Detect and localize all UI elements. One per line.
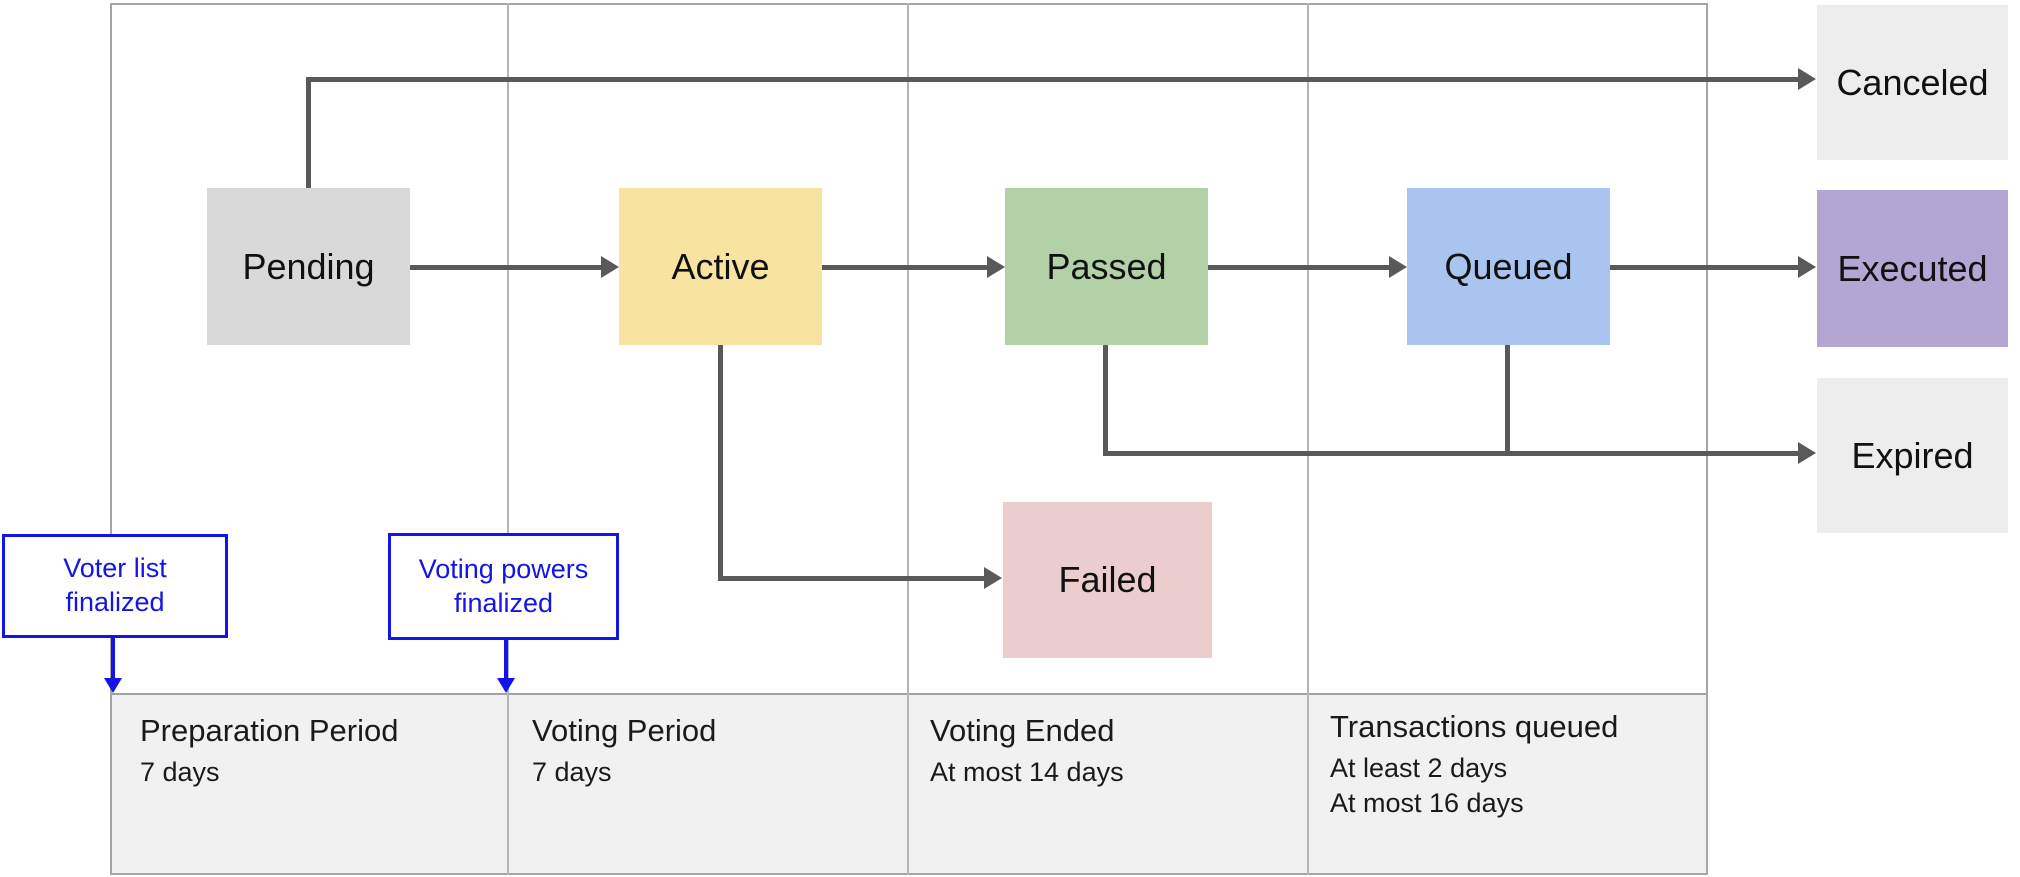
- period-preparation: Preparation Period 7 days: [140, 712, 399, 790]
- period-voting-ended-title: Voting Ended: [930, 713, 1115, 748]
- arrow-pending-canceled-horizontal: [306, 77, 1799, 82]
- callout-voter-list-line2: finalized: [65, 587, 165, 617]
- arrowhead-icon: [601, 256, 619, 278]
- state-pending-label: Pending: [242, 245, 375, 287]
- state-active: Active: [619, 188, 822, 345]
- callout-voting-powers-finalized: Voting powers finalized: [388, 533, 619, 640]
- callout-voting-powers-line1: Voting powers: [418, 553, 589, 584]
- arrowhead-icon: [987, 256, 1005, 278]
- state-expired-label: Expired: [1851, 434, 1974, 476]
- period-voting-duration: 7 days: [532, 757, 612, 788]
- state-failed: Failed: [1003, 502, 1212, 658]
- callout-voting-powers-line2: finalized: [453, 587, 554, 618]
- period-transactions-queued-title: Transactions queued: [1330, 709, 1619, 744]
- state-expired: Expired: [1817, 378, 2008, 533]
- callout-voter-list-finalized: Voter list finalized: [2, 534, 228, 638]
- arrow-queued-executed: [1610, 265, 1799, 270]
- timeline-frame: [110, 3, 1708, 875]
- period-transactions-queued-max: At most 16 days: [1330, 788, 1524, 819]
- column-divider-2: [907, 3, 909, 875]
- arrow-active-failed-vertical: [718, 345, 723, 580]
- state-passed-label: Passed: [1046, 245, 1167, 287]
- period-preparation-duration: 7 days: [140, 757, 220, 788]
- arrow-active-passed: [822, 265, 988, 270]
- column-divider-1: [507, 3, 509, 875]
- state-executed-label: Executed: [1837, 247, 1988, 289]
- state-passed: Passed: [1005, 188, 1208, 345]
- state-queued: Queued: [1407, 188, 1610, 345]
- state-failed-label: Failed: [1058, 559, 1157, 600]
- arrowhead-icon: [1798, 442, 1816, 464]
- period-voting-ended-duration: At most 14 days: [930, 757, 1124, 788]
- arrowhead-icon: [1389, 256, 1407, 278]
- blue-arrowhead-icon: [104, 678, 122, 693]
- state-pending: Pending: [207, 188, 410, 345]
- state-canceled: Canceled: [1817, 5, 2008, 160]
- callout-voter-list-line1: Voter list: [63, 553, 167, 584]
- arrowhead-icon: [1798, 68, 1816, 90]
- state-canceled-label: Canceled: [1836, 61, 1989, 103]
- period-preparation-title: Preparation Period: [140, 713, 399, 748]
- arrow-expired-horizontal: [1103, 451, 1799, 456]
- state-queued-label: Queued: [1444, 245, 1573, 287]
- arrowhead-icon: [984, 567, 1002, 589]
- callout-voting-powers-arrow: [504, 640, 508, 679]
- period-voting: Voting Period 7 days: [532, 712, 716, 790]
- state-executed: Executed: [1817, 190, 2008, 347]
- blue-arrowhead-icon: [497, 678, 515, 693]
- period-transactions-queued: Transactions queued At least 2 days At m…: [1330, 708, 1618, 821]
- period-voting-ended: Voting Ended At most 14 days: [930, 712, 1124, 790]
- period-strip: [112, 693, 1706, 873]
- arrow-passed-queued: [1208, 265, 1390, 270]
- period-transactions-queued-min: At least 2 days: [1330, 753, 1508, 784]
- arrow-pending-canceled-vertical: [306, 79, 311, 188]
- arrow-pending-active: [410, 265, 602, 270]
- arrowhead-icon: [1798, 256, 1816, 278]
- arrow-active-failed-horizontal: [718, 576, 985, 581]
- arrow-queued-expired-vertical: [1505, 345, 1510, 456]
- callout-voter-list-arrow: [111, 638, 115, 679]
- period-voting-title: Voting Period: [532, 713, 717, 748]
- arrow-passed-expired-vertical: [1103, 345, 1108, 456]
- column-divider-3: [1307, 3, 1309, 875]
- state-active-label: Active: [671, 245, 770, 287]
